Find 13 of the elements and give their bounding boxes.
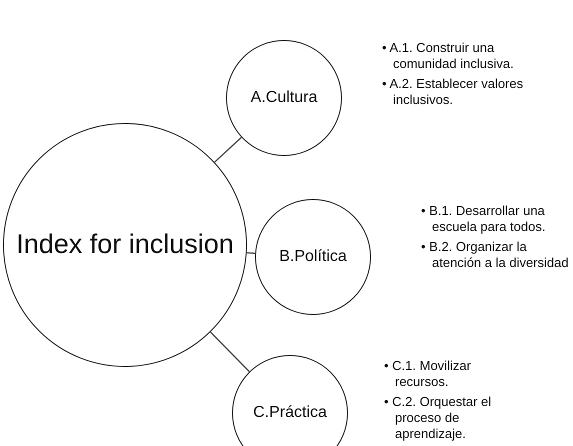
- connector-line: [214, 136, 242, 163]
- connector-line: [210, 332, 250, 372]
- bullet-item: • C.2. Orquestar el proceso de aprendizaje.: [384, 394, 492, 442]
- circle-label: C.Práctica: [252, 402, 328, 423]
- bullet-item: • A.2. Establecer valores inclusivos.: [382, 76, 524, 108]
- bullet-item: • A.1. Construir una comunidad inclusiva.: [382, 40, 515, 72]
- circle-label: A.Cultura: [250, 88, 318, 108]
- circle-label: B.Política: [278, 246, 348, 267]
- circle-label: Index for inclusion: [15, 228, 235, 262]
- bullet-item: • B.2. Organizar la atención a la diversidad: [421, 239, 570, 271]
- bullet-item: • C.1. Movilizar recursos.: [384, 358, 472, 390]
- connector-line: [246, 252, 256, 254]
- bullet-item: • B.1. Desarrollar una escuela para todos.: [421, 203, 546, 235]
